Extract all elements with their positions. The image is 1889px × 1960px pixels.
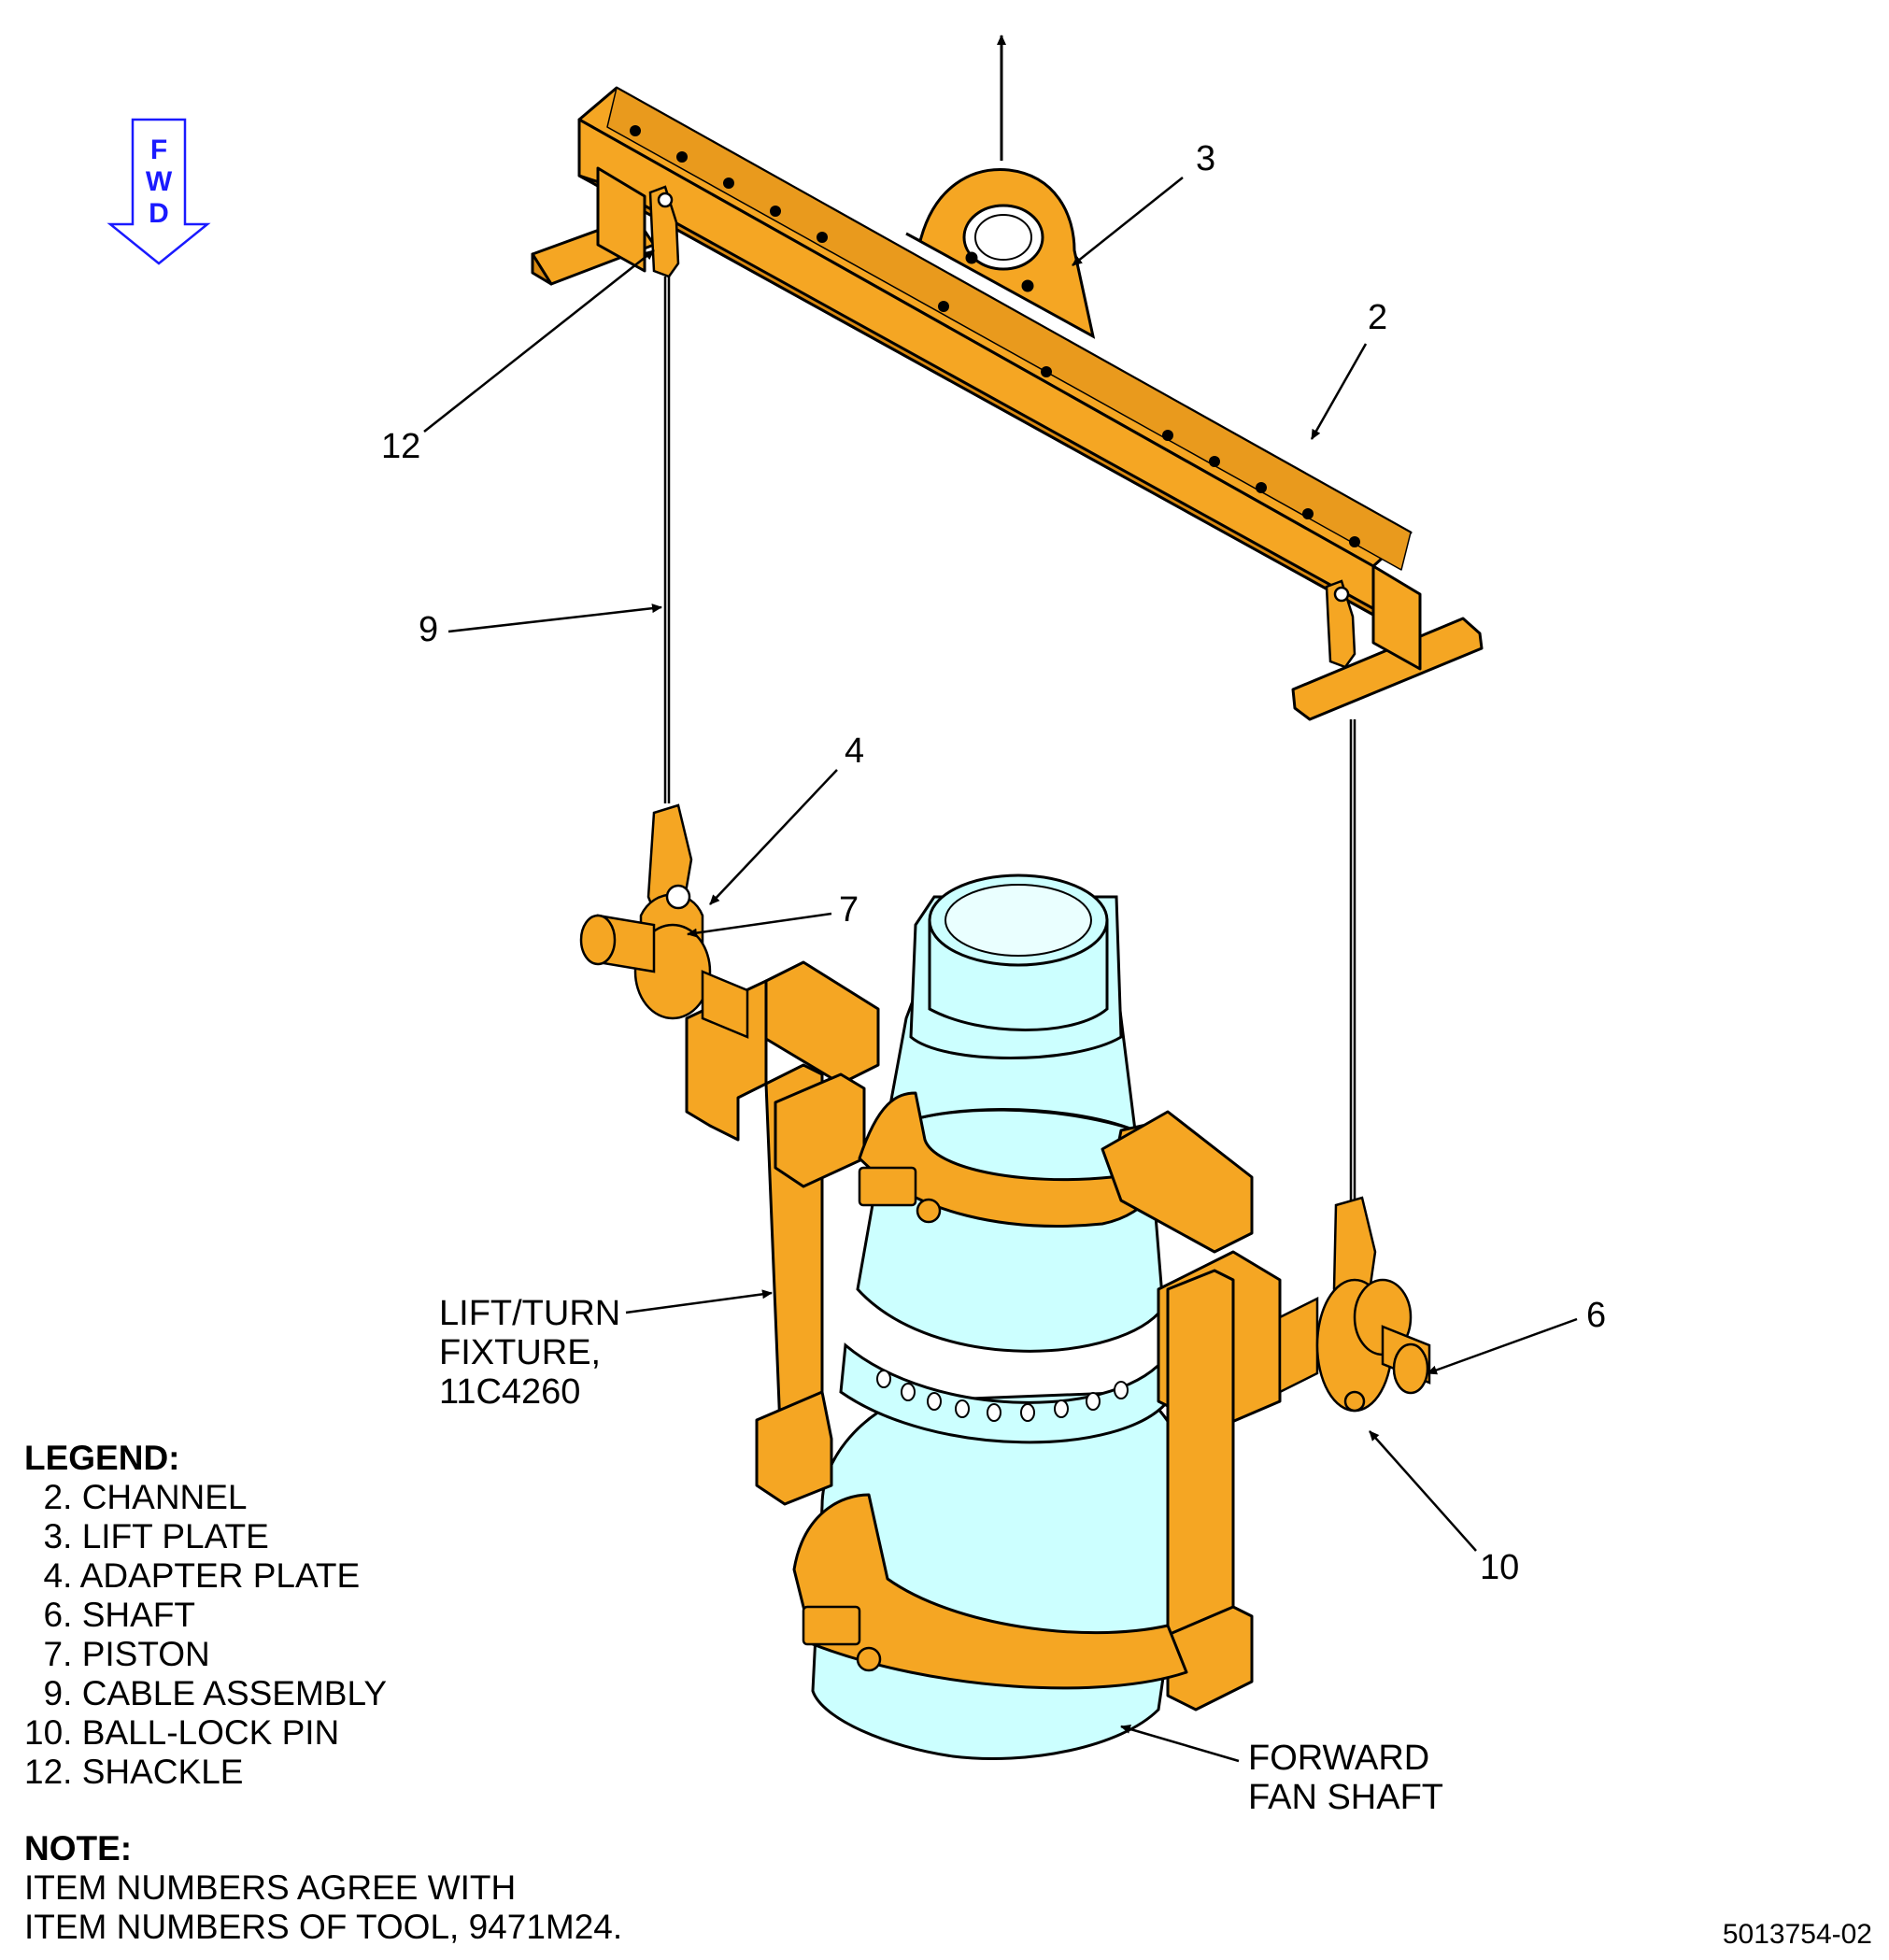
fwd-letter-w: W [146,166,173,197]
lift-turn-label-line3: 11C4260 [439,1372,580,1412]
document-id: 5013754-02 [1722,1919,1872,1950]
note: NOTE: ITEM NUMBERS AGREE WITH ITEM NUMBE… [24,1829,622,1947]
channel-beam [531,86,1484,721]
lift-turn-label-line1: LIFT/TURN [439,1294,620,1333]
legend-item: 6. SHAFT [24,1596,195,1634]
note-title: NOTE: [24,1829,133,1868]
callout-12: 12 [381,427,420,466]
cable-assemblies [663,277,1356,1205]
fwd-letter-d: D [149,198,169,229]
leader-lines [423,177,1578,1763]
callout-3: 3 [1196,139,1215,178]
callout-10: 10 [1480,1548,1519,1587]
fwd-letter-f: F [150,135,167,165]
callout-7: 7 [839,890,859,930]
callout-9: 9 [419,610,438,649]
legend: LEGEND: 2. CHANNEL 3. LIFT PLATE 4. ADAP… [24,1439,387,1792]
legend-item: 2. CHANNEL [24,1478,248,1516]
legend-item: 4. ADAPTER PLATE [24,1556,361,1595]
beam-bolt-holes [630,125,1360,547]
legend-title: LEGEND: [24,1439,180,1477]
forward-fan-shaft [811,873,1191,1761]
legend-item: 3. LIFT PLATE [24,1517,269,1555]
callout-6: 6 [1586,1296,1606,1335]
legend-item: 7. PISTON [24,1635,210,1673]
shackle-left [648,185,680,278]
right-adapter-assembly [1278,1196,1431,1413]
note-line: ITEM NUMBERS AGREE WITH [24,1868,517,1907]
lift-plate [905,168,1096,339]
fwd-arrow-icon: F W D [107,118,211,265]
shaft-holes [876,1370,1129,1422]
left-adapter-assembly [579,803,749,1039]
forward-fan-shaft-label-line2: FAN SHAFT [1248,1778,1443,1817]
legend-item: 10. BALL-LOCK PIN [24,1713,340,1752]
lift-turn-fixture-frame [685,960,1282,1711]
lift-turn-label-line2: FIXTURE, [439,1333,601,1372]
callout-2: 2 [1368,298,1387,337]
shackle-right [1325,579,1356,669]
note-line: ITEM NUMBERS OF TOOL, 9471M24. [24,1908,623,1946]
clamp-bolts [802,1166,942,1672]
forward-fan-shaft-label-line1: FORWARD [1248,1739,1429,1778]
legend-item: 9. CABLE ASSEMBLY [24,1674,387,1712]
legend-item: 12. SHACKLE [24,1753,244,1791]
callout-4: 4 [845,731,864,771]
